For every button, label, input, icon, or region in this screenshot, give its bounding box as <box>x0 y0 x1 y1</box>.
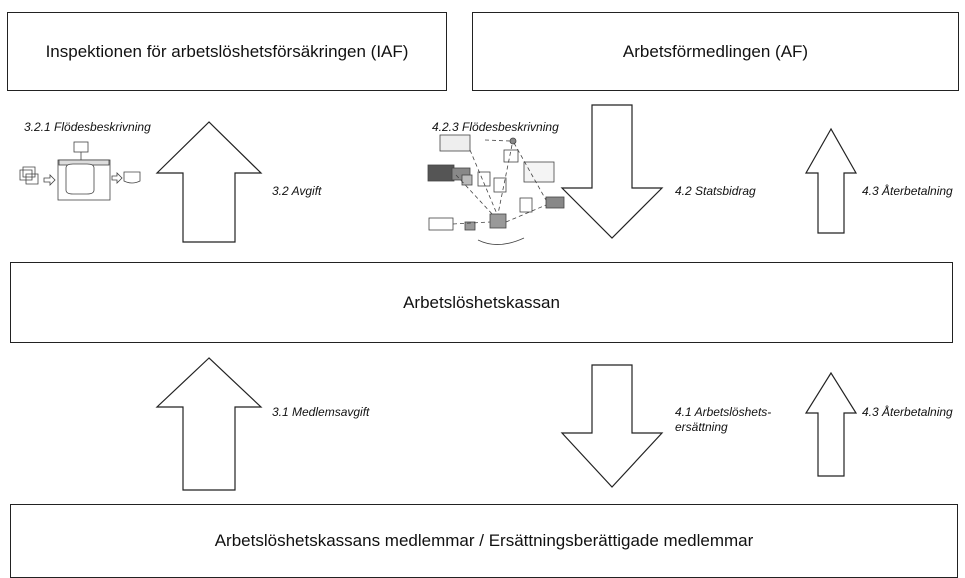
members-box-label: Arbetslöshetskassans medlemmar / Ersättn… <box>214 531 754 550</box>
flow-thumbnail-321 <box>19 141 141 201</box>
iaf-box-label: Inspektionen för arbetslöshetsförsäkring… <box>45 41 409 61</box>
arrow-statsbidrag-down <box>560 104 664 239</box>
label-321-flodesbeskrivning: 3.2.1 Flödesbeskrivning <box>24 120 151 134</box>
label-32-avgift: 3.2 Avgift <box>272 184 322 198</box>
kassan-box: Arbetslöshetskassan <box>10 262 953 343</box>
flow-thumbnail-423 <box>427 134 565 245</box>
label-43-aterbetalning-bottom: 4.3 Återbetalning <box>862 405 953 419</box>
af-box-label: Arbetsförmedlingen (AF) <box>622 41 809 61</box>
iaf-box: Inspektionen för arbetslöshetsförsäkring… <box>7 12 447 91</box>
kassan-box-label: Arbetslöshetskassan <box>403 292 560 312</box>
arrow-aterbetalning-up-top <box>804 127 858 234</box>
arrow-aterbetalning-up-bottom <box>804 371 858 477</box>
label-43-aterbetalning-top: 4.3 Återbetalning <box>862 184 953 198</box>
af-box: Arbetsförmedlingen (AF) <box>472 12 959 91</box>
label-42-statsbidrag: 4.2 Statsbidrag <box>675 184 756 198</box>
label-41-ersattning: ersättning <box>675 420 728 434</box>
label-31-medlemsavgift: 3.1 Medlemsavgift <box>272 405 370 419</box>
arrow-medlemsavgift-up <box>155 357 263 491</box>
arrow-avgift-up <box>155 121 263 243</box>
arrow-ersattning-down <box>560 364 664 488</box>
label-41-arbetsloshets: 4.1 Arbetslöshets- <box>675 405 772 419</box>
label-423-flodesbeskrivning: 4.2.3 Flödesbeskrivning <box>432 120 559 134</box>
